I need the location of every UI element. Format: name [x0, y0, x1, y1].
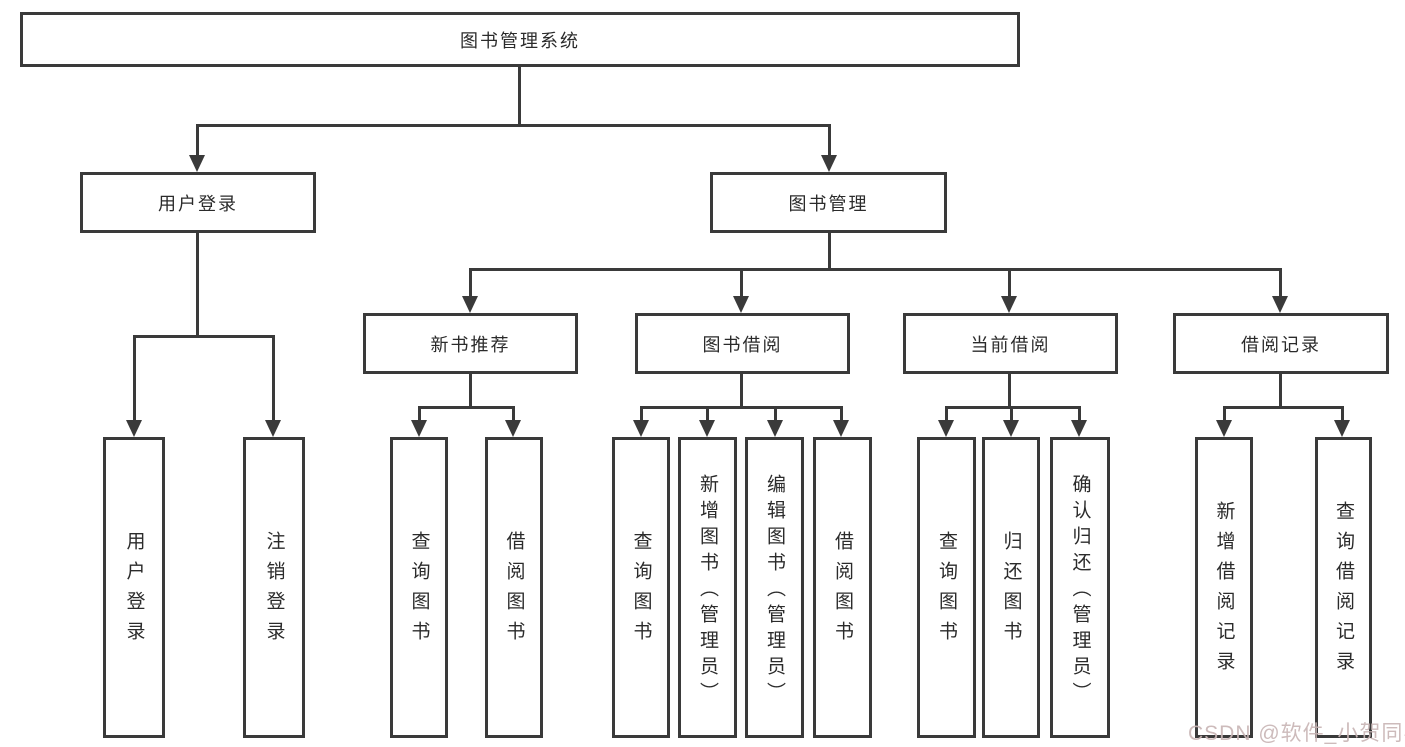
connector-line — [1279, 373, 1282, 409]
leaf-label: 查询图书 — [408, 530, 430, 651]
node-current-borrowing-label: 当前借阅 — [970, 334, 1051, 355]
csdn-watermark: CSDN @软件_小贺同学 — [1188, 722, 1405, 745]
leaf-confirm-return-admin: 确认归还（管理员） — [1050, 437, 1110, 738]
connector-line — [512, 406, 515, 422]
connector-line — [272, 335, 275, 421]
arrowhead-down-icon — [1216, 420, 1232, 437]
node-new-book-recommendation-label: 新书推荐 — [430, 334, 511, 355]
arrowhead-down-icon — [1272, 296, 1288, 313]
node-user-login: 用户登录 — [80, 172, 316, 233]
connector-line — [469, 268, 472, 298]
connector-line — [945, 406, 948, 422]
connector-line — [133, 335, 136, 421]
leaf-label: 借阅图书 — [832, 530, 853, 651]
arrowhead-down-icon — [833, 420, 849, 437]
connector-line — [740, 373, 743, 409]
connector-line — [469, 268, 1282, 271]
node-borrowing-records: 借阅记录 — [1173, 313, 1389, 374]
connector-line — [828, 232, 831, 270]
leaf-logout-label: 注销登录 — [263, 530, 285, 651]
connector-line — [640, 406, 843, 409]
leaf-query-borrow-record: 查询借阅记录 — [1315, 437, 1372, 738]
leaf-add-books-admin: 新增图书（管理员） — [678, 437, 737, 738]
arrowhead-down-icon — [733, 296, 749, 313]
leaf-logout: 注销登录 — [243, 437, 305, 738]
node-borrowing-records-label: 借阅记录 — [1241, 334, 1321, 355]
leaf-label: 查询图书 — [630, 530, 652, 651]
leaf-return-books: 归还图书 — [982, 437, 1040, 738]
connector-line — [1223, 406, 1344, 409]
arrowhead-down-icon — [938, 420, 954, 437]
connector-line — [774, 406, 777, 422]
leaf-query-books-borrowing: 查询图书 — [612, 437, 670, 738]
leaf-label: 归还图书 — [1000, 530, 1022, 651]
node-book-borrowing-label: 图书借阅 — [702, 334, 783, 355]
connector-line — [418, 406, 421, 422]
leaf-label: 借阅图书 — [503, 530, 525, 651]
arrowhead-down-icon — [821, 155, 837, 172]
connector-line — [469, 373, 472, 409]
leaf-add-borrow-record: 新增借阅记录 — [1195, 437, 1253, 738]
leaf-label: 新增借阅记录 — [1213, 500, 1235, 681]
node-book-management-label: 图书管理 — [788, 193, 869, 214]
leaf-user-login-label: 用户登录 — [123, 530, 145, 651]
leaf-borrow-books: 借阅图书 — [813, 437, 872, 738]
node-book-borrowing: 图书借阅 — [635, 313, 850, 374]
arrowhead-down-icon — [126, 420, 142, 437]
arrowhead-down-icon — [699, 420, 715, 437]
arrowhead-down-icon — [411, 420, 427, 437]
connector-line — [196, 232, 199, 337]
leaf-label: 编辑图书（管理员） — [764, 473, 785, 708]
leaf-edit-books-admin: 编辑图书（管理员） — [745, 437, 804, 738]
connector-line — [840, 406, 843, 422]
node-current-borrowing: 当前借阅 — [903, 313, 1118, 374]
connector-line — [196, 124, 199, 156]
connector-line — [133, 335, 275, 338]
leaf-label: 查询图书 — [936, 530, 957, 651]
arrowhead-down-icon — [505, 420, 521, 437]
connector-line — [1008, 268, 1011, 298]
arrowhead-down-icon — [265, 420, 281, 437]
connector-line — [740, 268, 743, 298]
connector-line — [1341, 406, 1344, 422]
connector-line — [1008, 373, 1011, 409]
connector-line — [706, 406, 709, 422]
node-user-login-label: 用户登录 — [158, 193, 238, 214]
arrowhead-down-icon — [767, 420, 783, 437]
arrowhead-down-icon — [1003, 420, 1019, 437]
arrowhead-down-icon — [1334, 420, 1350, 437]
leaf-label: 确认归还（管理员） — [1069, 473, 1091, 708]
arrowhead-down-icon — [1001, 296, 1017, 313]
arrowhead-down-icon — [189, 155, 205, 172]
connector-line — [1078, 406, 1081, 422]
connector-line — [945, 406, 1081, 409]
node-root-label: 图书管理系统 — [460, 30, 580, 51]
leaf-user-login: 用户登录 — [103, 437, 165, 738]
connector-line — [418, 406, 515, 409]
node-root: 图书管理系统 — [20, 12, 1020, 67]
node-book-management: 图书管理 — [710, 172, 947, 233]
connector-line — [1279, 268, 1282, 298]
leaf-query-books-current: 查询图书 — [917, 437, 976, 738]
connector-line — [828, 124, 831, 156]
leaf-label: 新增图书（管理员） — [697, 473, 718, 708]
leaf-query-books-recommend: 查询图书 — [390, 437, 448, 738]
arrowhead-down-icon — [633, 420, 649, 437]
connector-line — [640, 406, 643, 422]
arrowhead-down-icon — [462, 296, 478, 313]
connector-line — [196, 124, 831, 127]
node-new-book-recommendation: 新书推荐 — [363, 313, 578, 374]
connector-line — [518, 66, 521, 126]
connector-line — [1010, 406, 1013, 422]
arrowhead-down-icon — [1071, 420, 1087, 437]
connector-line — [1223, 406, 1226, 422]
leaf-borrow-books-recommend: 借阅图书 — [485, 437, 543, 738]
leaf-label: 查询借阅记录 — [1333, 500, 1354, 681]
